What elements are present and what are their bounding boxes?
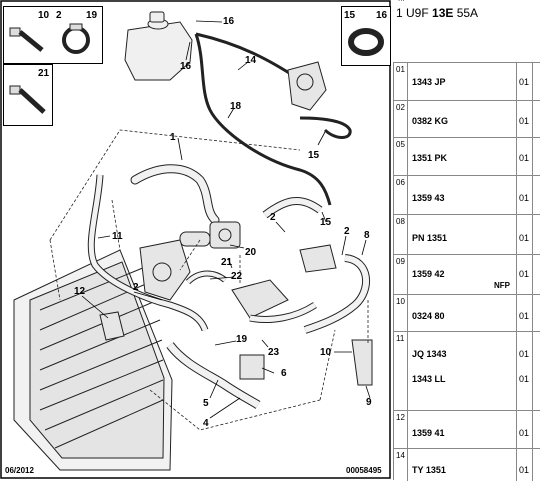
callout-19[interactable]: 19 (236, 334, 248, 345)
callout-19[interactable]: 19 (86, 10, 98, 21)
parts-row[interactable]: 10 0324 80 01 (394, 295, 540, 332)
parts-row[interactable]: 08 PN 1351 01 (394, 215, 540, 255)
part-qty: 01 (519, 233, 530, 243)
callout-4[interactable]: 4 (203, 418, 209, 429)
part-index: 05 (394, 138, 408, 175)
exploded-parts-diagram: 10 2 19 21 15 16 16 16 14 18 15 1 11 15 … (0, 0, 391, 479)
part-qty: 01 (519, 428, 530, 438)
part-code[interactable]: 0324 80 (412, 311, 445, 321)
vehicle-code-bold: 13E (432, 6, 454, 20)
callout-16[interactable]: 16 (376, 10, 388, 21)
diagram-reference: 00058495 (346, 466, 382, 475)
part-qty: 01 (519, 311, 530, 321)
parts-row[interactable]: 01 1343 JP 01 (394, 63, 540, 101)
part-code-alt[interactable]: 1343 LL (412, 374, 446, 384)
callout-14[interactable]: 14 (245, 55, 257, 66)
callout-21[interactable]: 21 (38, 68, 50, 79)
callout-6[interactable]: 6 (281, 368, 287, 379)
callout-2[interactable]: 2 (133, 282, 139, 293)
part-code[interactable]: 1359 43 (412, 193, 445, 203)
bolt-icon (9, 85, 46, 114)
parts-row[interactable]: 05 1351 PK 01 (394, 138, 540, 176)
callout-12[interactable]: 12 (74, 286, 86, 297)
part-index: 09 (394, 255, 408, 294)
water-pump (287, 61, 327, 111)
part-qty-alt: 01 (519, 374, 530, 384)
callout-21[interactable]: 21 (221, 257, 233, 268)
diagram-drawing (0, 0, 391, 479)
bolt-icon (9, 27, 44, 52)
parts-row[interactable]: 14 TY 1351 01 (394, 449, 540, 481)
radiator (13, 249, 173, 471)
callout-15[interactable]: 15 (344, 10, 356, 21)
part-index: 06 (394, 176, 408, 214)
part-index: 11 (394, 332, 408, 410)
part-qty: 01 (519, 77, 530, 87)
callout-18[interactable]: 18 (230, 101, 242, 112)
part-index: 14 (394, 449, 408, 481)
header-partial-code: ... (398, 0, 405, 3)
hose-clip-icon (62, 23, 90, 54)
callout-10[interactable]: 10 (38, 10, 50, 21)
part-index: 01 (394, 63, 408, 100)
part-index: 02 (394, 101, 408, 137)
part-qty: 01 (519, 465, 530, 475)
part-code[interactable]: JQ 1343 (412, 349, 447, 359)
callout-8[interactable]: 8 (364, 230, 370, 241)
vehicle-code-prefix: 1 U9F (396, 6, 433, 20)
part-code[interactable]: 1359 42 (412, 269, 445, 279)
vehicle-code-suffix: 55A (453, 6, 479, 20)
part-code[interactable]: PN 1351 (412, 233, 448, 243)
callout-22[interactable]: 22 (231, 271, 243, 282)
part-code[interactable]: 1343 JP (412, 77, 446, 87)
part-qty: 01 (519, 193, 530, 203)
part-qty: 01 (519, 349, 530, 359)
callout-1[interactable]: 1 (170, 132, 176, 143)
callout-5[interactable]: 5 (203, 398, 209, 409)
callout-2[interactable]: 2 (56, 10, 62, 21)
callout-11[interactable]: 11 (112, 231, 123, 242)
callout-2[interactable]: 2 (344, 226, 350, 237)
diagram-date: 06/2012 (5, 466, 34, 475)
part-code[interactable]: TY 1351 (412, 465, 446, 475)
part-qty: 01 (519, 269, 530, 279)
part-code[interactable]: 1359 41 (412, 428, 445, 438)
callout-15[interactable]: 15 (308, 150, 320, 161)
callout-2[interactable]: 2 (270, 212, 276, 223)
parts-row[interactable]: 09 1359 42 01 NFP (394, 255, 540, 295)
expansion-tank (124, 11, 193, 81)
part-index: 08 (394, 215, 408, 254)
part-note: NFP (494, 281, 510, 290)
part-index: 10 (394, 295, 408, 331)
callout-15[interactable]: 15 (320, 217, 332, 228)
parts-list: 01 1343 JP 01 02 0382 KG 01 05 1351 PK 0… (393, 62, 540, 481)
part-code[interactable]: 0382 KG (412, 116, 449, 126)
callout-9[interactable]: 9 (366, 397, 372, 408)
callout-16[interactable]: 16 (223, 16, 235, 27)
part-qty: 01 (519, 116, 530, 126)
parts-row[interactable]: 06 1359 43 01 (394, 176, 540, 215)
callout-16[interactable]: 16 (180, 61, 192, 72)
part-code[interactable]: 1351 PK (412, 153, 448, 163)
parts-row[interactable]: 11 JQ 1343 01 1343 LL 01 (394, 332, 540, 411)
parts-row[interactable]: 02 0382 KG 01 (394, 101, 540, 138)
part-qty: 01 (519, 153, 530, 163)
callout-10[interactable]: 10 (320, 347, 332, 358)
hose-clamp-icon (348, 28, 384, 56)
callout-20[interactable]: 20 (245, 247, 257, 258)
vehicle-code: 1 U9F 13E 55A (396, 6, 478, 20)
part-index: 12 (394, 411, 408, 448)
callout-23[interactable]: 23 (268, 347, 280, 358)
parts-row[interactable]: 12 1359 41 01 (394, 411, 540, 449)
